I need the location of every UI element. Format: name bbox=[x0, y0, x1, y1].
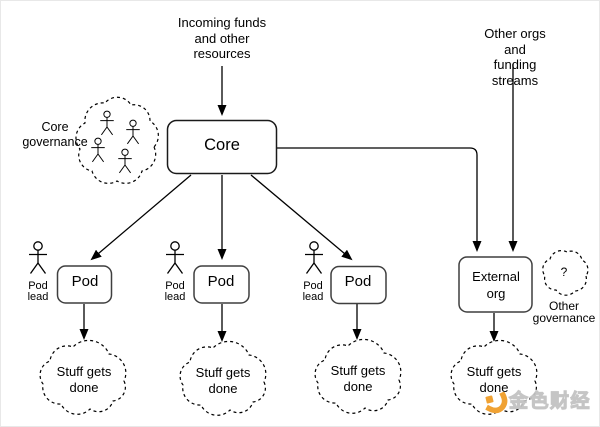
other-governance-label: Other governance bbox=[532, 299, 596, 325]
output-cloud-3-label: Stuff gets done bbox=[330, 363, 386, 394]
pod-lead-3-person-icon bbox=[304, 241, 324, 275]
external-org-label: External org bbox=[472, 269, 520, 301]
pod-1-node-box bbox=[56, 265, 113, 304]
external-org-node-box bbox=[458, 256, 533, 313]
core-node-label: Core bbox=[204, 136, 240, 154]
jinse-finance-logo-icon bbox=[485, 392, 508, 414]
pod-lead-2-label: Pod lead bbox=[164, 280, 186, 303]
pod-lead-1-label: Pod lead bbox=[27, 280, 49, 303]
arrow-core-to-external bbox=[276, 147, 482, 252]
pod-lead-3-label: Pod lead bbox=[302, 280, 324, 303]
other-orgs-label: Other orgs and funding streams bbox=[484, 26, 546, 88]
pod-3-node-box bbox=[330, 265, 387, 305]
arrow-core-to-pod-1 bbox=[90, 174, 192, 261]
core-governance-cloud bbox=[75, 96, 159, 184]
pod-1-label: Pod bbox=[71, 273, 99, 290]
incoming-funds-label: Incoming funds and other resources bbox=[177, 15, 267, 61]
pod-3-label: Pod bbox=[344, 273, 372, 290]
output-cloud-1-label: Stuff gets done bbox=[56, 364, 112, 395]
pod-2-label: Pod bbox=[207, 273, 235, 290]
jinse-finance-watermark: 金色财经 bbox=[508, 391, 592, 412]
arrow-core-to-pod-3 bbox=[250, 174, 353, 261]
output-cloud-4-label: Stuff gets done bbox=[466, 364, 522, 395]
output-cloud-2-label: Stuff gets done bbox=[195, 365, 251, 396]
question-mark-label: ? bbox=[560, 265, 568, 279]
pod-lead-2-person-icon bbox=[165, 241, 185, 275]
pod-lead-1-person-icon bbox=[28, 241, 48, 275]
core-node-box bbox=[166, 119, 278, 175]
pod-2-node-box bbox=[193, 265, 250, 304]
core-governance-label: Core governance bbox=[22, 120, 88, 149]
